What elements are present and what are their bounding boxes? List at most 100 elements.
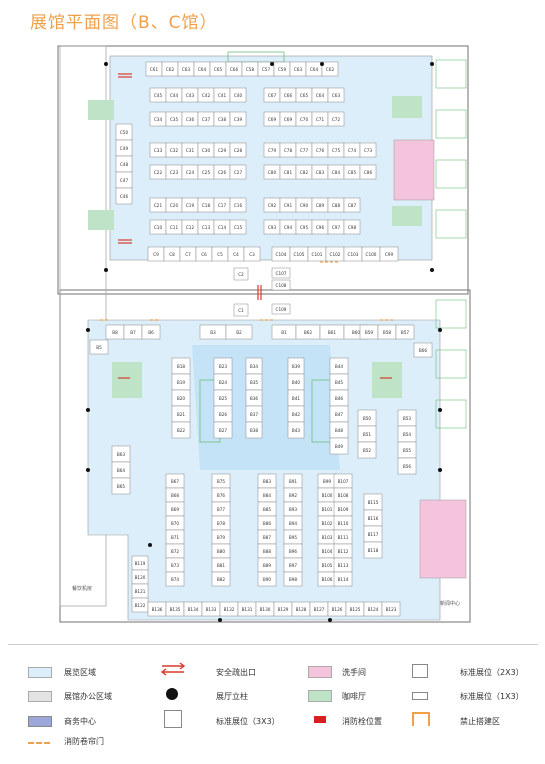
pillar-icon — [166, 688, 178, 700]
booth-label-lw2-2: B77 — [217, 507, 226, 512]
booth-label-c3-5: B49 — [335, 444, 344, 449]
swatch-exhibit-area — [28, 667, 52, 678]
booth-label-u8b-1: C105 — [294, 252, 305, 257]
booth-label-lw2-5: B80 — [217, 549, 226, 554]
booth-label-c1b-0: B23 — [219, 364, 228, 369]
booth-label-u4b-3: C76 — [316, 148, 325, 153]
booth-label-lw2-7: B82 — [217, 577, 226, 582]
booth-label-u2a-1: C44 — [170, 93, 179, 98]
booth-label-u3b-4: C72 — [332, 117, 341, 122]
booth-label-ul-4: C46 — [120, 194, 129, 199]
booth-label-u4b-5: C74 — [348, 148, 357, 153]
right-annex — [435, 59, 467, 429]
booth-label-lw3-3: B86 — [263, 521, 272, 526]
label-press-center: 新闻中心 — [440, 600, 460, 607]
booth-u5b-6 — [359, 164, 377, 180]
booth-umid2 — [271, 267, 291, 279]
booth-label-lb-9: B127 — [314, 607, 325, 612]
booth-label-lb-4: B132 — [224, 607, 235, 612]
booth-label-lb-5: B131 — [242, 607, 253, 612]
booth-label-lw2-0: B75 — [217, 479, 226, 484]
booth-label-l1-2: B6 — [148, 330, 154, 335]
booth-c1-4 — [171, 421, 191, 439]
booth-l2-1 — [225, 324, 253, 340]
booth-label-umid3: C108 — [276, 283, 287, 288]
booth-label-u3a-1: C35 — [170, 117, 179, 122]
booth-label-u4b-1: C78 — [284, 148, 293, 153]
booth-label-u3b-1: C69 — [284, 117, 293, 122]
page-title: 展馆平面图（B、C馆） — [30, 13, 218, 33]
legend-toilet: 洗手间 — [342, 668, 366, 677]
booth-label-lx2: B66 — [419, 348, 428, 353]
booth-lb-13 — [381, 601, 401, 617]
booth-label-u7a-1: C11 — [170, 225, 179, 230]
booth-label-c3-2: B46 — [335, 396, 344, 401]
booth-label-u5a-0: C22 — [154, 170, 163, 175]
booth-label-lw4-1: B92 — [289, 493, 298, 498]
booth-label-lw8-3: B122 — [135, 603, 146, 608]
booth-label-lb-1: B135 — [170, 607, 181, 612]
booth-label-c2b-4: B43 — [292, 428, 301, 433]
booth-label-u4b-0: C79 — [268, 148, 277, 153]
booth-label-u2a-0: C45 — [154, 93, 163, 98]
booth-label-ul-3: C47 — [120, 178, 129, 183]
booth-label-c2b-1: B40 — [292, 380, 301, 385]
booth-label-lw4-2: B93 — [289, 507, 298, 512]
booth-label-l3-1: B62 — [304, 330, 313, 335]
booth-label-u3b-2: C70 — [300, 117, 309, 122]
booth-label-u2b-2: C65 — [300, 93, 309, 98]
booth-label-c1b-2: B25 — [219, 396, 228, 401]
booth-umid1 — [233, 303, 249, 317]
booth-label-lw1-2: B69 — [171, 507, 180, 512]
booth-label-u8-2: C7 — [185, 252, 191, 257]
booth-label-lw6-4: B111 — [338, 535, 349, 540]
legend-pillar: 展厅立柱 — [216, 692, 248, 701]
cafe-2 — [392, 206, 422, 226]
booth-label-c2-0: B34 — [250, 364, 259, 369]
booth-label-lb-12: B124 — [368, 607, 379, 612]
booth-label-u3a-3: C37 — [202, 117, 211, 122]
booth-label-lw3-7: B90 — [263, 577, 272, 582]
booth-lx0 — [89, 339, 109, 355]
booth-u6a-5 — [229, 197, 247, 213]
booth-label-lw4-5: B96 — [289, 549, 298, 554]
legend-booth-2x3: 标准展位（2X3） — [460, 668, 524, 677]
booth-umid3 — [271, 279, 291, 291]
cafe-3 — [112, 362, 142, 398]
swatch-hydrant — [314, 716, 326, 723]
booth-label-u4a-1: C32 — [170, 148, 179, 153]
booth-label-u2a-4: C41 — [218, 93, 227, 98]
booth-label-c3-4: B48 — [335, 428, 344, 433]
booth-ul-4 — [115, 187, 133, 205]
booth-label-lw1-4: B71 — [171, 535, 180, 540]
booth-label-c2-3: B37 — [250, 412, 259, 417]
booth-label-lb-3: B133 — [206, 607, 217, 612]
booth-label-u8-0: C9 — [153, 252, 159, 257]
booth-label-lw1-0: B67 — [171, 479, 180, 484]
legend-office-area: 展馆办公区域 — [64, 692, 112, 701]
booth-label-l3-2: B61 — [328, 330, 337, 335]
booth-label-umid0: C2 — [238, 272, 244, 277]
booth-label-u4b-6: C73 — [364, 148, 373, 153]
booth-umid0 — [233, 267, 249, 281]
booth-label-lw3-6: B89 — [263, 563, 272, 568]
booth-label-u5a-5: C27 — [234, 170, 243, 175]
booth-c1b-4 — [213, 421, 233, 439]
booth-label-c3c-1: B54 — [403, 432, 412, 437]
booth-label-u4b-4: C75 — [332, 148, 341, 153]
swatch-no-build — [412, 712, 430, 726]
booth-u5a-5 — [229, 164, 247, 180]
booth-label-lw7-3: B118 — [368, 548, 379, 553]
fire-curtain-group — [100, 261, 395, 321]
booth-label-lw6-7: B114 — [338, 577, 349, 582]
booth-label-c3c-2: B55 — [403, 448, 412, 453]
booth-u8b-6 — [379, 246, 399, 262]
booth-label-u3a-2: C36 — [186, 117, 195, 122]
booth-label-u3a-5: C39 — [234, 117, 243, 122]
booth-label-c3-0: B44 — [335, 364, 344, 369]
cafe-1 — [392, 96, 422, 118]
booth-label-u5a-2: C24 — [186, 170, 195, 175]
booth-label-lw7-2: B117 — [368, 532, 379, 537]
booth-label-u2a-2: C43 — [186, 93, 195, 98]
booth-label-umid2: C107 — [276, 271, 287, 276]
